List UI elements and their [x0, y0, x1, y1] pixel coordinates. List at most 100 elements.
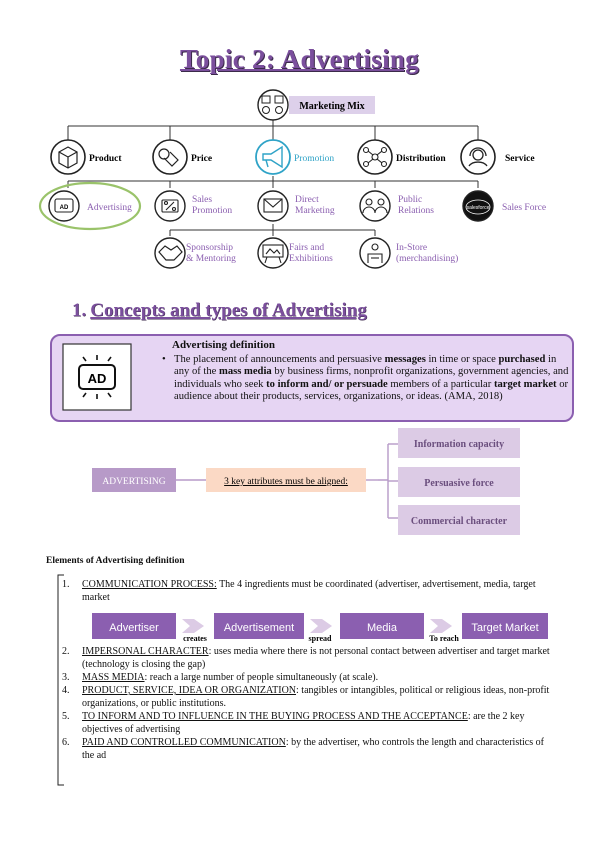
section-heading-text: Concepts and types of Advertising	[90, 300, 367, 321]
list-item: 5.TO INFORM AND TO INFLUENCE IN THE BUYI…	[62, 711, 525, 735]
store-display-icon	[367, 243, 383, 263]
definition-body: • The placement of announcements and per…	[162, 354, 572, 404]
key-attributes-label: 3 key attributes must be aligned:	[224, 477, 348, 487]
mix-label-product: Product	[89, 154, 122, 164]
definition-box	[50, 334, 574, 422]
salesforce-cloud-icon: salesforce	[465, 199, 491, 215]
mix-node-sales-promotion: Sales Promotion	[154, 190, 232, 222]
definition-text-run: in any of the	[174, 354, 557, 378]
svg-text:salesforce: salesforce	[467, 205, 490, 211]
flow-step-advertiser	[92, 613, 176, 639]
definition-text-run: purchased	[498, 354, 546, 365]
communication-flow: Advertiser creates Advertisement spread …	[92, 613, 548, 643]
definition-text-run: in time or space	[425, 354, 499, 365]
mix-node-service: Service	[460, 139, 535, 175]
advertising-ad-icon: AD	[62, 343, 132, 411]
marketing-mix-label: Marketing Mix	[299, 101, 364, 112]
flow-connector-to-reach: To reach	[429, 634, 459, 643]
flow-connector-creates: creates	[183, 634, 207, 643]
mix-label-sponsorship: Sponsorship & Mentoring	[186, 243, 236, 264]
definition-text-run: target market	[493, 378, 557, 390]
headset-icon	[468, 147, 488, 167]
mix-label-direct-marketing: Direct Marketing	[295, 195, 335, 216]
mix-label-service: Service	[505, 154, 535, 164]
flow-arrow-3	[430, 619, 452, 633]
svg-text:Information capacity: Information capacity	[414, 439, 504, 450]
definition-bullet: •	[162, 354, 166, 365]
section-number: 1.	[72, 300, 87, 321]
marketing-mix-diagram: Marketing Mix Product Price Promotion	[38, 89, 546, 269]
list-item: 6.PAID AND CONTROLLED COMMUNICATION: by …	[62, 737, 544, 761]
mix-label-advertising: Advertising	[87, 203, 132, 213]
marketing-mix-label-bg	[289, 96, 375, 114]
mix-node-sales-force: salesforce Sales Force	[462, 190, 546, 222]
elements-title: Elements of Advertising definition	[46, 556, 185, 566]
definition-text: The placement of announcements and persu…	[174, 354, 572, 404]
advertising-root-box	[92, 468, 176, 492]
mix-label-public-relations: Public Relations	[398, 195, 434, 216]
mix-node-product: Product	[50, 139, 122, 175]
attribute-information-capacity	[398, 428, 520, 458]
list-item: 3.MASS MEDIA: reach a large number of pe…	[62, 672, 379, 683]
marketing-mix-root: Marketing Mix	[257, 89, 375, 121]
ad-icon	[54, 198, 74, 213]
list-item: 4.PRODUCT, SERVICE, IDEA OR ORGANIZATION…	[62, 685, 550, 709]
svg-text:Media: Media	[367, 622, 398, 634]
list-bracket	[57, 574, 64, 786]
advertising-highlight-ring	[38, 181, 142, 231]
svg-text:AD: AD	[88, 371, 107, 386]
flow-step-advertisement	[214, 613, 304, 639]
definition-text-run: The placement of announcements and persu…	[174, 354, 385, 365]
svg-text:AD: AD	[60, 205, 69, 211]
megaphone-icon	[262, 145, 283, 169]
attributes-diagram: ADVERTISING 3 key attributes must be ali…	[92, 428, 520, 535]
svg-text:Persuasive force: Persuasive force	[424, 478, 494, 489]
definition-text-run: or audience about their products, servic…	[174, 378, 569, 403]
mix-node-promotion: Promotion	[255, 139, 334, 175]
svg-text:ADVERTISING: ADVERTISING	[102, 477, 165, 487]
svg-text:Advertisement: Advertisement	[224, 622, 294, 634]
list-item: 1.COMMUNICATION PROCESS: The 4 ingredien…	[62, 579, 536, 603]
mix-node-direct-marketing: Direct Marketing	[257, 190, 335, 222]
mix-node-distribution: Distribution	[357, 139, 446, 175]
price-tag-icon	[158, 148, 179, 167]
mix-label-sales-force: Sales Force	[502, 203, 546, 213]
mix-node-public-relations: Public Relations	[359, 190, 434, 222]
mix-label-fairs: Fairs and Exhibitions	[289, 243, 333, 264]
list-item: 2.IMPERSONAL CHARACTER: uses media where…	[62, 646, 550, 670]
key-attributes-box	[206, 468, 366, 492]
section-heading: 1.Concepts and types of Advertising	[72, 300, 367, 322]
mix-node-fairs: Fairs and Exhibitions	[257, 237, 333, 269]
mix-label-promotion: Promotion	[294, 154, 334, 164]
definition-text-run: by business firms, nonprofit organizatio…	[174, 366, 569, 390]
exhibition-board-icon	[262, 244, 284, 264]
mix-label-distribution: Distribution	[396, 154, 446, 164]
mix-node-in-store: In-Store (merchandising)	[359, 237, 458, 269]
email-icon	[263, 198, 283, 213]
elements-list: 1.COMMUNICATION PROCESS: The 4 ingredien…	[62, 578, 552, 762]
handshake-icon	[158, 245, 183, 261]
definition-title: Advertising definition	[172, 339, 275, 351]
discount-icon	[161, 199, 179, 213]
flow-arrow-2	[310, 619, 332, 633]
mix-label-sales-promotion: Sales Promotion	[192, 195, 232, 216]
svg-text:Target Market: Target Market	[471, 622, 538, 634]
flow-step-media	[340, 613, 424, 639]
mix-node-price: Price	[152, 139, 212, 175]
mix-connectors	[67, 120, 479, 236]
attribute-persuasive-force	[398, 467, 520, 497]
flow-arrow-1	[182, 619, 204, 633]
people-icon	[362, 198, 388, 214]
flow-connector-spread: spread	[309, 634, 333, 643]
svg-text:Advertiser: Advertiser	[109, 622, 159, 634]
mix-node-sponsorship: Sponsorship & Mentoring	[154, 237, 236, 269]
mix-label-in-store: In-Store (merchandising)	[396, 243, 458, 264]
definition-text-run: to inform and/ or persuade	[266, 378, 388, 390]
definition-text-run: messages	[384, 354, 426, 365]
svg-text:Commercial character: Commercial character	[411, 516, 508, 527]
mix-node-advertising: AD Advertising	[38, 181, 142, 231]
definition-text-run: members of a particular	[387, 378, 494, 390]
mix-label-price: Price	[191, 154, 212, 164]
box-icon	[58, 146, 78, 169]
network-icon	[362, 146, 388, 168]
